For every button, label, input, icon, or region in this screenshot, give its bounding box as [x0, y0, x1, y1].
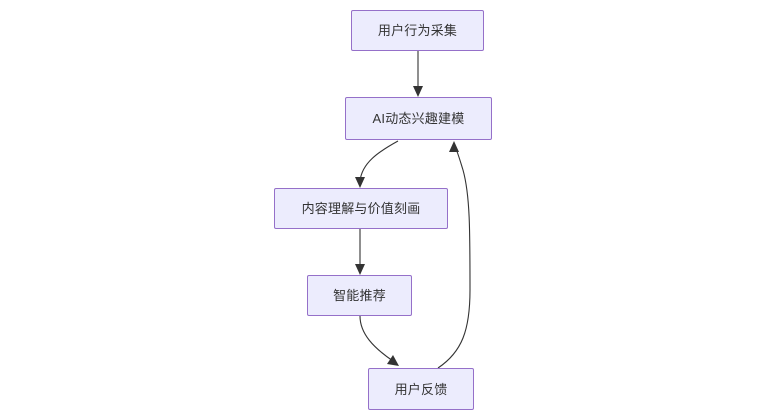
node-intelligent-recommendation[interactable]: 智能推荐 — [307, 275, 412, 316]
arrow-head-e4 — [387, 355, 399, 366]
edge-path-e2 — [359, 140, 399, 182]
node-user-behavior-collection[interactable]: 用户行为采集 — [351, 10, 484, 51]
arrow-head-e3 — [355, 264, 365, 275]
edge-content-understanding-to-recommendation — [355, 229, 365, 275]
node-label-content-understanding-value-profiling: 内容理解与价值刻画 — [301, 201, 421, 216]
arrow-head-e2 — [355, 177, 365, 188]
edge-path-e5 — [437, 146, 471, 369]
node-user-feedback[interactable]: 用户反馈 — [368, 368, 474, 410]
node-label-user-feedback: 用户反馈 — [394, 381, 448, 397]
node-content-understanding-value-profiling[interactable]: 内容理解与价值刻画 — [274, 188, 448, 229]
node-label-user-behavior-collection: 用户行为采集 — [377, 23, 458, 38]
node-label-ai-dynamic-interest-modeling: AI动态兴趣建模 — [372, 111, 465, 126]
edge-ai-model-to-content-understanding — [355, 140, 399, 188]
edge-recommendation-to-user-feedback — [359, 315, 399, 366]
edge-user-behavior-to-ai-model — [413, 51, 423, 97]
arrow-head-e5 — [449, 141, 459, 152]
edge-user-feedback-to-ai-model-loop — [437, 141, 471, 369]
arrow-head-e1 — [413, 86, 423, 97]
node-label-intelligent-recommendation: 智能推荐 — [333, 288, 386, 303]
edge-path-e4 — [359, 315, 394, 362]
node-ai-dynamic-interest-modeling[interactable]: AI动态兴趣建模 — [345, 97, 492, 140]
